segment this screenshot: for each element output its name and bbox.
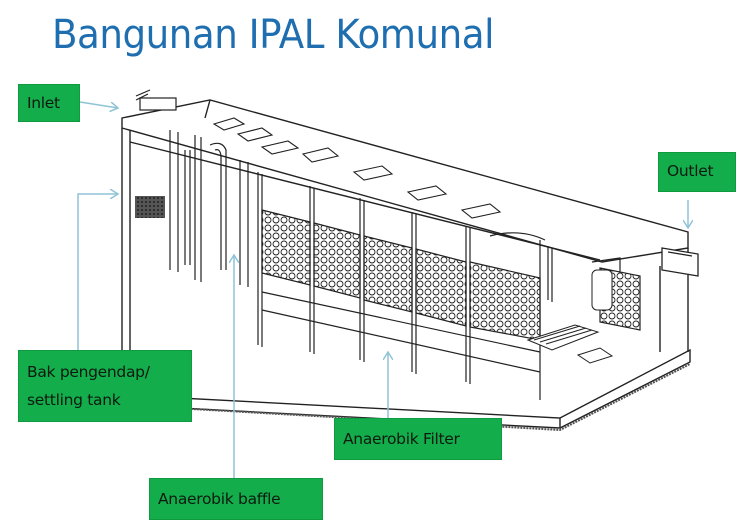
leader-lines <box>77 101 688 478</box>
inlet-label: Inlet <box>18 84 80 122</box>
outlet-label: Outlet <box>658 152 736 192</box>
page-title: Bangunan IPAL Komunal <box>52 12 494 58</box>
anaerobic-filter-label: Anaerobik Filter <box>334 418 502 460</box>
settling-tank-label-line2: settling tank <box>27 391 121 409</box>
manhole-covers <box>212 117 502 219</box>
anaerobic-baffle-label: Anaerobik baffle <box>149 478 323 520</box>
compartment-walls <box>257 172 621 400</box>
anaerobic-baffle-label-text: Anaerobik baffle <box>158 490 281 508</box>
anaerobic-filter-label-text: Anaerobik Filter <box>343 430 460 448</box>
ground-hatch <box>121 363 691 432</box>
outlet-box <box>661 247 699 277</box>
inlet-chamber <box>135 89 249 287</box>
settling-tank-label-line1: Bak pengendap/ <box>27 363 150 381</box>
settling-tank-label: Bak pengendap/ settling tank <box>18 350 192 422</box>
inlet-label-text: Inlet <box>27 94 60 112</box>
outlet-grating <box>526 269 614 364</box>
outlet-label-text: Outlet <box>667 162 714 180</box>
filter-compartments <box>261 209 641 341</box>
